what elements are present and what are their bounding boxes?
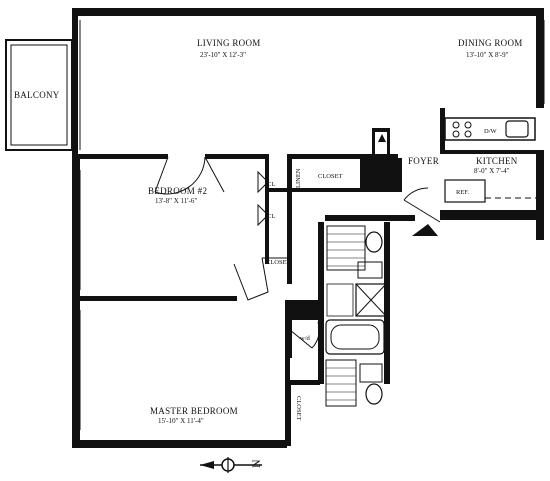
balcony: BALCONY (5, 39, 73, 151)
dishwasher-label: D/W (484, 128, 498, 135)
bedroom2-closet-label: CLOSET (266, 259, 291, 266)
exterior-walls (72, 8, 544, 448)
interior-walls (72, 108, 544, 390)
hall-closet-label: CLOSET (318, 173, 343, 180)
bedroom2-label: BEDROOM #2 (148, 186, 207, 196)
doors (154, 156, 441, 349)
closet-cl-a-label: CL (267, 181, 275, 188)
kitchen-dims: 8'-0" x 7'-4" (474, 167, 510, 175)
dining-room-label: DINING ROOM (458, 38, 523, 48)
balcony-label: BALCONY (14, 90, 60, 100)
windows (75, 20, 545, 430)
living-room-dims: 23'-10" x 12'-3" (200, 51, 246, 59)
compass-north-label: N (249, 459, 263, 468)
kitchen-label: KITCHEN (476, 156, 518, 166)
compass: N (200, 457, 263, 473)
living-room-label: LIVING ROOM (197, 38, 261, 48)
master-bedroom-label: MASTER BEDROOM (150, 406, 238, 416)
bedroom2-dims: 13'-8" x 11'-6" (155, 197, 197, 205)
closet-cl-b-label: CL (267, 213, 275, 220)
foyer-label: FOYER (408, 156, 439, 166)
kitchen-fixtures (444, 117, 536, 203)
bathroom-fixtures (325, 225, 387, 407)
linen-closet-label: LINEN (295, 168, 302, 188)
stair-arrow-icon (378, 134, 386, 142)
dining-room-dims: 13'-10" x 8'-9" (466, 51, 509, 59)
master-closet-label: CLOSET (295, 396, 302, 421)
refrigerator-label: REF. (456, 189, 469, 196)
washer-dryer-label: w/d (300, 335, 311, 342)
entry-arrow-icon (412, 224, 438, 236)
master-bedroom-dims: 15'-10" x 11'-4" (158, 417, 204, 425)
